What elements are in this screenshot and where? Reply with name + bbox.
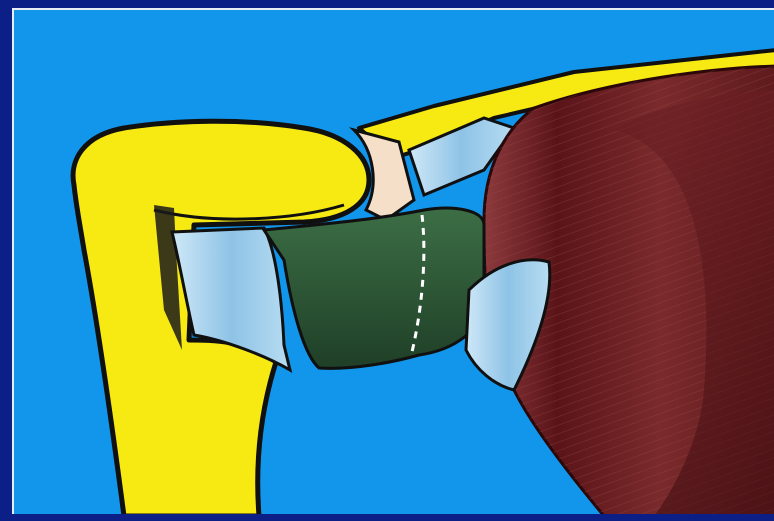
shoulder-anatomy-illustration (14, 10, 774, 514)
rotator-cuff-tendon-icon (264, 208, 484, 368)
illustration-panel (12, 8, 774, 514)
